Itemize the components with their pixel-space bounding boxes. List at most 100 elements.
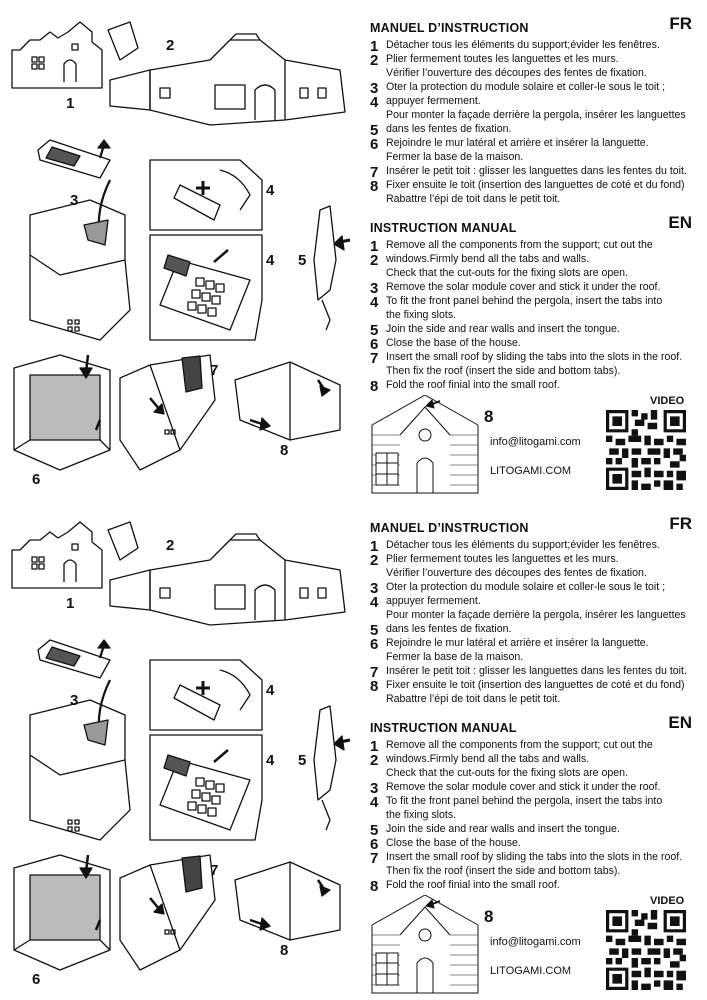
- video-label: VIDEO: [650, 395, 685, 407]
- en-step-line: Then fix the roof (insert the side and b…: [386, 365, 621, 377]
- wall-join-figure: [149, 234, 263, 341]
- roof-finial-figure: [313, 705, 351, 831]
- house-step-label: 8: [484, 907, 494, 926]
- en-title: INSTRUCTION MANUAL: [370, 721, 517, 735]
- en-step-line: the fixing slots.: [386, 809, 457, 821]
- fix-roof-figure: [234, 861, 341, 941]
- house-front-panel-figure: [11, 21, 103, 89]
- house-step-label: 8: [484, 407, 494, 426]
- close-base-figure: [13, 854, 111, 971]
- wall-join-figure: [149, 734, 263, 841]
- figure-label-5: 5: [298, 252, 306, 269]
- insert-small-roof-figure: [119, 854, 216, 971]
- fr-step-line: Fermer la base de la maison.: [386, 151, 524, 163]
- unfolded-house-template-figure: [107, 21, 346, 126]
- figure-label-1: 1: [66, 595, 74, 612]
- assembly-illustrations: 1 2 3 4 4 5 6 7 8: [11, 21, 351, 488]
- fr-title: MANUEL D’INSTRUCTION: [370, 21, 529, 35]
- assembly-illustrations: 1 2 3 4 4 5 6 7 8: [11, 521, 351, 988]
- figure-label-2: 2: [166, 537, 174, 554]
- figure-label-3: 3: [70, 192, 78, 209]
- en-step-line: Then fix the roof (insert the side and b…: [386, 865, 621, 877]
- fr-step-line: Pour monter la façade derrière la pergol…: [386, 109, 686, 121]
- en-lang-code: EN: [668, 713, 692, 732]
- pergola-insert-figure: [149, 159, 263, 231]
- figure-label-5: 5: [298, 752, 306, 769]
- figure-label-4b: 4: [266, 752, 275, 769]
- fr-step-line: Vérifier l’ouverture des découpes des fe…: [386, 567, 647, 579]
- video-label: VIDEO: [650, 895, 685, 907]
- en-title: INSTRUCTION MANUAL: [370, 221, 517, 235]
- contact-email[interactable]: info@litogami.com: [490, 436, 581, 448]
- house-front-panel-figure: [11, 521, 103, 589]
- en-step-line: the fixing slots.: [386, 309, 457, 321]
- fr-step-line: Rabattre l’épi de toit dans le petit toi…: [386, 693, 561, 705]
- fix-roof-figure: [234, 361, 341, 441]
- en-lang-code: EN: [668, 213, 692, 232]
- en-step-line: Check that the cut-outs for the fixing s…: [386, 767, 629, 779]
- figure-label-8: 8: [280, 442, 288, 459]
- fr-title: MANUEL D’INSTRUCTION: [370, 521, 529, 535]
- finished-house-illustration: [371, 395, 479, 494]
- website-link[interactable]: LITOGAMI.COM: [490, 965, 572, 977]
- figure-label-3: 3: [70, 692, 78, 709]
- en-step-line: Check that the cut-outs for the fixing s…: [386, 267, 629, 279]
- video-qr-code-icon[interactable]: [606, 910, 686, 990]
- video-qr-code-icon[interactable]: [606, 410, 686, 490]
- website-link[interactable]: LITOGAMI.COM: [490, 465, 572, 477]
- solar-module-figure: [29, 639, 131, 841]
- contact-email[interactable]: info@litogami.com: [490, 936, 581, 948]
- unfolded-house-template-figure: [107, 521, 346, 626]
- finished-house-illustration: [371, 895, 479, 994]
- figure-label-7: 7: [210, 862, 218, 879]
- figure-label-8: 8: [280, 942, 288, 959]
- solar-module-figure: [29, 139, 131, 341]
- fr-step-line: Fermer la base de la maison.: [386, 651, 524, 663]
- roof-finial-figure: [313, 205, 351, 331]
- figure-label-4a: 4: [266, 182, 275, 199]
- figure-label-2: 2: [166, 37, 174, 54]
- fr-step-line: Vérifier l’ouverture des découpes des fe…: [386, 67, 647, 79]
- close-base-figure: [13, 354, 111, 471]
- figure-label-1: 1: [66, 95, 74, 112]
- figure-label-7: 7: [210, 362, 218, 379]
- figure-label-6: 6: [32, 471, 40, 488]
- fr-step-line: Rabattre l’épi de toit dans le petit toi…: [386, 193, 561, 205]
- figure-label-6: 6: [32, 971, 40, 988]
- fr-lang-code: FR: [669, 14, 692, 33]
- instruction-sheet-top: 1 2 3 4 4 5 6 7 8 MANUEL D’INSTRUCTION F…: [11, 0, 700, 500]
